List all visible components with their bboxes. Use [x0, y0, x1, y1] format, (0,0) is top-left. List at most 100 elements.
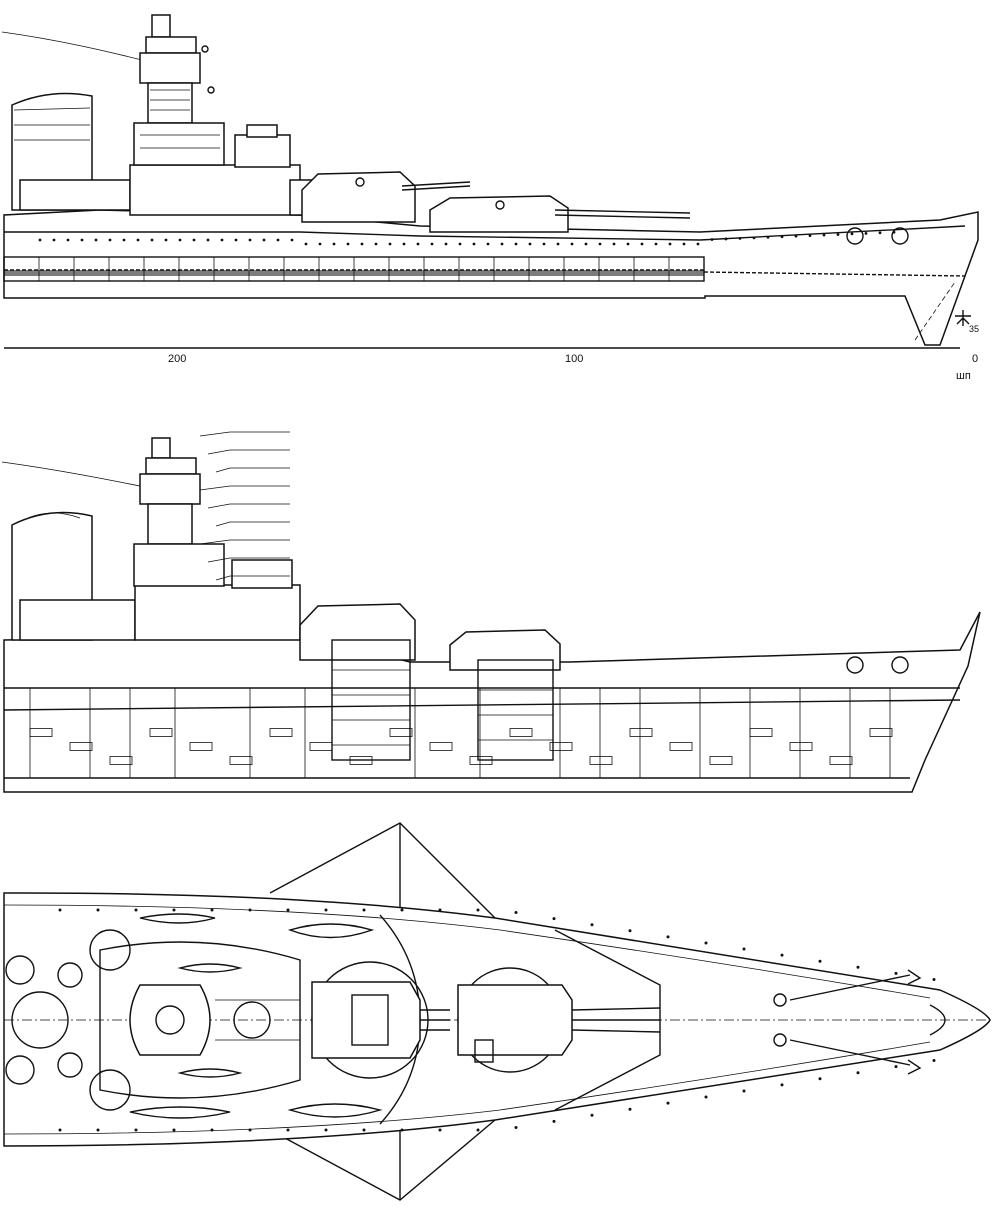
inboard-turret-a [449, 629, 561, 761]
deck-bollard [172, 1128, 176, 1132]
deck-bollard [552, 1119, 556, 1123]
porthole [570, 242, 574, 246]
deck-bollard [210, 908, 214, 912]
leader-line [207, 557, 290, 563]
porthole [304, 242, 308, 246]
deck-bollard [666, 935, 670, 939]
porthole [276, 238, 280, 242]
deck-bollard [58, 908, 62, 912]
compartment-label-box [229, 756, 253, 765]
leader-line [207, 503, 290, 509]
deck-bollard [590, 1113, 594, 1117]
deck-bollard [286, 1128, 290, 1132]
plan-funnel [5, 929, 131, 1111]
porthole [80, 238, 84, 242]
boats [129, 913, 383, 1119]
porthole [94, 238, 98, 242]
leader-line [199, 539, 290, 545]
porthole [346, 242, 350, 246]
deck-bollard [210, 1128, 214, 1132]
leader-line [207, 449, 290, 455]
porthole [318, 242, 322, 246]
deck-bollard [856, 965, 860, 969]
bow-fittings [773, 969, 946, 1075]
frame-number-200: 200 [168, 353, 186, 365]
deck-bollard [96, 908, 100, 912]
deck-bollard [856, 1071, 860, 1075]
deck-bollard [362, 1128, 366, 1132]
frame-number-0: 0 [972, 353, 978, 365]
porthole [164, 238, 168, 242]
deck-bollard [248, 1128, 252, 1132]
deck-bollard [742, 1089, 746, 1093]
belt-divisions [3, 257, 705, 281]
deck-bollard [172, 908, 176, 912]
leader-line [215, 467, 290, 473]
compartment-label-box [869, 728, 893, 737]
deck-bollard [438, 908, 442, 912]
deck-bollard [324, 1128, 328, 1132]
porthole [234, 238, 238, 242]
porthole [598, 242, 602, 246]
porthole [514, 242, 518, 246]
deck-bollard [248, 908, 252, 912]
plan-bridge [99, 941, 301, 1099]
porthole [486, 242, 490, 246]
porthole [108, 238, 112, 242]
porthole [122, 238, 126, 242]
porthole [556, 242, 560, 246]
compartment-label-box [109, 756, 133, 765]
compartment-label-box [629, 728, 653, 737]
conning-tower [133, 14, 225, 166]
compartment-label-box [189, 742, 213, 751]
antenna-wire [1, 31, 151, 63]
compartment-label-box [69, 742, 93, 751]
porthole [178, 238, 182, 242]
turret-a [429, 195, 691, 233]
porthole [724, 237, 728, 241]
porthole [430, 242, 434, 246]
porthole [192, 238, 196, 242]
deck-bollard [818, 959, 822, 963]
frame-number-100: 100 [565, 353, 583, 365]
porthole [472, 242, 476, 246]
compartment-label-box [789, 742, 813, 751]
porthole [206, 238, 210, 242]
porthole [374, 242, 378, 246]
deck-bollard [514, 1125, 518, 1129]
compartment-label-box [549, 742, 573, 751]
deck-bollard [324, 908, 328, 912]
porthole [696, 242, 700, 246]
deck-bollard [628, 929, 632, 933]
porthole [542, 242, 546, 246]
deck-bollard [932, 1059, 936, 1063]
deck-bollard [780, 1083, 784, 1087]
porthole [654, 242, 658, 246]
porthole [360, 242, 364, 246]
deck-bollard [400, 1128, 404, 1132]
leader-line [199, 485, 290, 491]
compartment-label-box [389, 728, 413, 737]
deck-bollard [666, 1101, 670, 1105]
compartment-label-box [589, 756, 613, 765]
porthole [444, 242, 448, 246]
porthole [248, 238, 252, 242]
deck-bollard [894, 971, 898, 975]
porthole [528, 242, 532, 246]
compartment-label-box [829, 756, 853, 765]
porthole [780, 235, 784, 239]
antenna-wire-2 [1, 461, 151, 489]
porthole [500, 242, 504, 246]
porthole [794, 234, 798, 238]
porthole [388, 242, 392, 246]
deck-bollard [704, 1095, 708, 1099]
deck-bollard [286, 908, 290, 912]
compartment-label-box [149, 728, 173, 737]
porthole [612, 242, 616, 246]
porthole [878, 231, 882, 235]
deck-bollard [514, 911, 518, 915]
porthole [822, 233, 826, 237]
porthole [668, 242, 672, 246]
inboard-conning-tower [133, 437, 225, 587]
